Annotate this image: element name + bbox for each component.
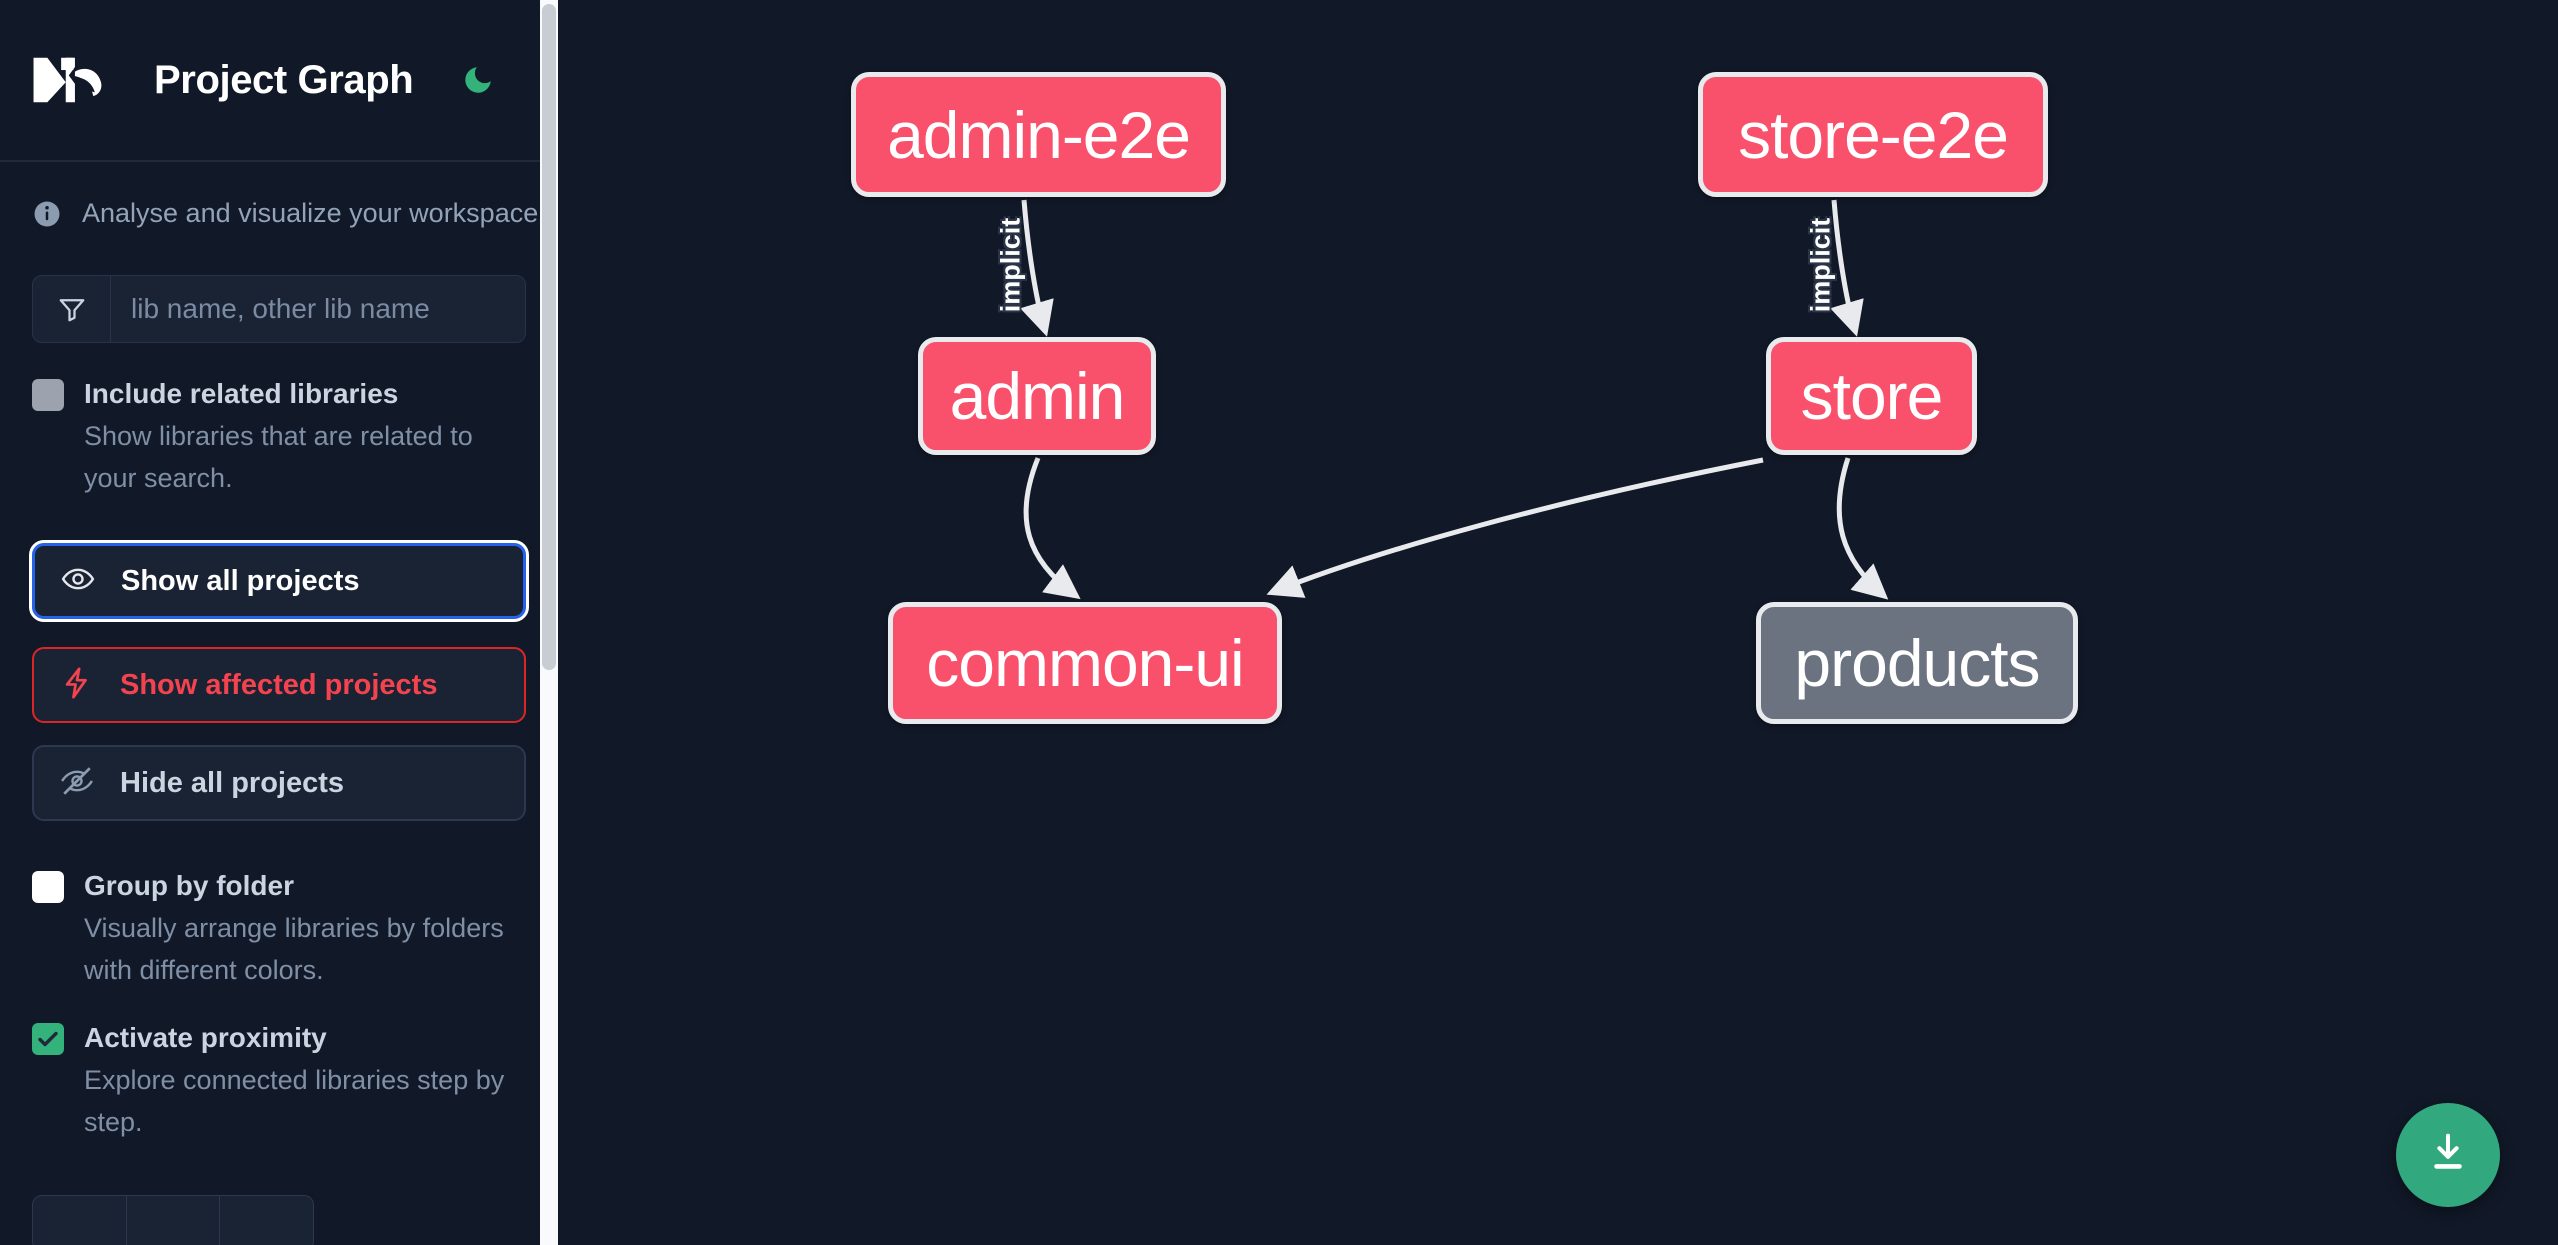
- moon-icon[interactable]: [457, 59, 499, 101]
- edge-label-implicit-store: implicit: [1805, 217, 1836, 313]
- segment-option-2[interactable]: [127, 1196, 221, 1245]
- eye-icon: [61, 562, 95, 601]
- edge-store-to-common-ui: [1266, 457, 1764, 598]
- edge-store-to-products: [1836, 457, 1889, 600]
- download-icon: [2425, 1130, 2471, 1181]
- lightning-bolt-icon: [60, 666, 94, 705]
- checkbox-box[interactable]: [32, 871, 64, 903]
- download-graph-button[interactable]: [2396, 1103, 2500, 1207]
- checkbox-box[interactable]: [32, 1023, 64, 1055]
- hide-all-projects-button[interactable]: Hide all projects: [32, 745, 526, 821]
- graph-node-products[interactable]: products: [1756, 602, 2078, 724]
- info-text: Analyse and visualize your workspace.: [82, 198, 546, 228]
- checkbox-include-related-libraries[interactable]: Include related libraries Show libraries…: [0, 343, 558, 499]
- node-label: common-ui: [926, 626, 1244, 700]
- checkbox-text: Include related libraries Show libraries…: [84, 373, 514, 499]
- checkbox-description: Explore connected libraries step by step…: [84, 1065, 505, 1137]
- edge-admin-e2e-to-admin: [1020, 199, 1054, 337]
- show-affected-projects-label: Show affected projects: [120, 668, 438, 701]
- show-all-projects-label: Show all projects: [121, 564, 360, 597]
- graph-node-store[interactable]: store: [1766, 337, 1977, 455]
- graph-node-store-e2e[interactable]: store-e2e: [1698, 72, 2048, 197]
- checkbox-description: Show libraries that are related to your …: [84, 421, 473, 493]
- eye-slash-icon: [60, 764, 94, 803]
- checkbox-label: Group by folder: [84, 870, 294, 901]
- checkbox-text: Group by folder Visually arrange librari…: [84, 865, 514, 991]
- checkbox-text: Activate proximity Explore connected lib…: [84, 1017, 514, 1143]
- show-affected-projects-button[interactable]: Show affected projects: [32, 647, 526, 723]
- info-row: Analyse and visualize your workspace.: [0, 162, 558, 229]
- page-title: Project Graph: [154, 57, 414, 102]
- node-label: products: [1794, 626, 2040, 700]
- checkbox-description: Visually arrange libraries by folders wi…: [84, 913, 504, 985]
- show-all-projects-button[interactable]: Show all projects: [29, 540, 529, 622]
- sidebar-scrollbar-track[interactable]: [540, 0, 558, 1245]
- graph-edges: [1020, 199, 1889, 600]
- sidebar-scrollbar-thumb[interactable]: [542, 4, 556, 670]
- proximity-segmented-control[interactable]: [32, 1195, 314, 1245]
- graph-node-admin-e2e[interactable]: admin-e2e: [851, 72, 1226, 197]
- graph-node-common-ui[interactable]: common-ui: [888, 602, 1282, 724]
- node-label: store: [1800, 359, 1944, 433]
- edge-store-e2e-to-store: [1830, 199, 1864, 337]
- checkbox-activate-proximity[interactable]: Activate proximity Explore connected lib…: [0, 991, 558, 1143]
- edge-label-implicit-admin: implicit: [995, 217, 1026, 313]
- checkbox-box[interactable]: [32, 379, 64, 411]
- node-label: admin-e2e: [887, 97, 1191, 172]
- info-circle-icon: [32, 199, 62, 229]
- checkbox-label: Include related libraries: [84, 378, 399, 409]
- nx-logo-icon: [32, 54, 124, 106]
- node-label: store-e2e: [1738, 97, 2009, 172]
- filter-search-box[interactable]: [32, 275, 526, 343]
- segment-option-3[interactable]: [220, 1196, 313, 1245]
- checkbox-label: Activate proximity: [84, 1022, 327, 1053]
- sidebar-header: Project Graph: [0, 0, 558, 162]
- graph-canvas[interactable]: admin-e2e store-e2e admin store common-u…: [558, 0, 2558, 1245]
- hide-all-projects-label: Hide all projects: [120, 766, 345, 799]
- edge-admin-to-common-ui: [1023, 457, 1081, 600]
- search-input[interactable]: [111, 276, 525, 342]
- node-label: admin: [949, 359, 1126, 433]
- funnel-icon: [33, 276, 111, 342]
- checkbox-group-by-folder[interactable]: Group by folder Visually arrange librari…: [0, 821, 558, 991]
- segment-option-1[interactable]: [33, 1196, 127, 1245]
- graph-node-admin[interactable]: admin: [918, 337, 1156, 455]
- sidebar: Project Graph Analyse and visualize your…: [0, 0, 558, 1245]
